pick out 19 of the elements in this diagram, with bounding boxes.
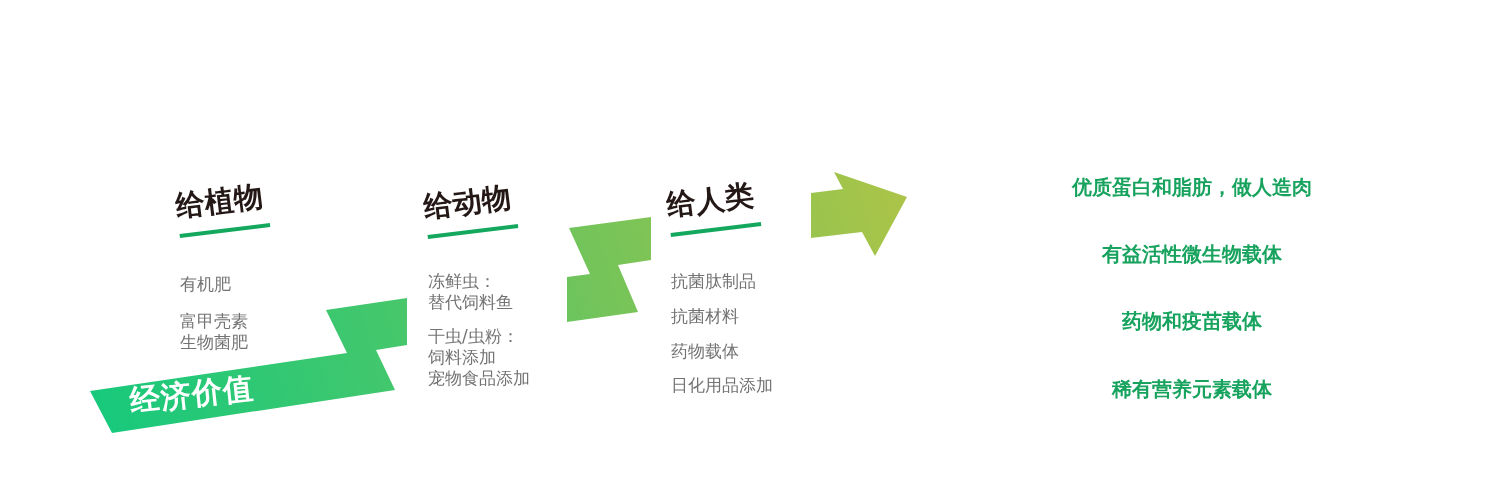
use-item-text: 宠物食品添加	[428, 368, 530, 389]
highlight-text: 优质蛋白和脂肪，做人造肉	[1072, 174, 1312, 200]
use-item-text: 药物载体	[671, 341, 739, 362]
use-item-text: 抗菌材料	[671, 306, 739, 327]
use-item-text: 有机肥	[180, 274, 231, 295]
arrow-caption: 经济价值	[128, 371, 256, 418]
use-item-text: 日化用品添加	[671, 375, 773, 396]
highlight-text: 有益活性微生物载体	[1102, 241, 1282, 267]
column-heading: 给植物	[174, 178, 271, 238]
use-item-text: 替代饲料鱼	[428, 292, 513, 313]
use-item-text: 冻鲜虫：	[428, 271, 496, 292]
use-item-text: 饲料添加	[428, 347, 496, 368]
column-heading: 给动物	[422, 179, 519, 239]
column-heading: 给人类	[665, 177, 762, 237]
highlight-text: 稀有营养元素载体	[1112, 376, 1272, 402]
use-item-text: 干虫/虫粉：	[428, 326, 519, 347]
use-item-text: 富甲壳素生物菌肥	[180, 311, 249, 353]
use-item-text: 抗菌肽制品	[671, 271, 756, 292]
highlight-text: 药物和疫苗载体	[1122, 308, 1262, 334]
